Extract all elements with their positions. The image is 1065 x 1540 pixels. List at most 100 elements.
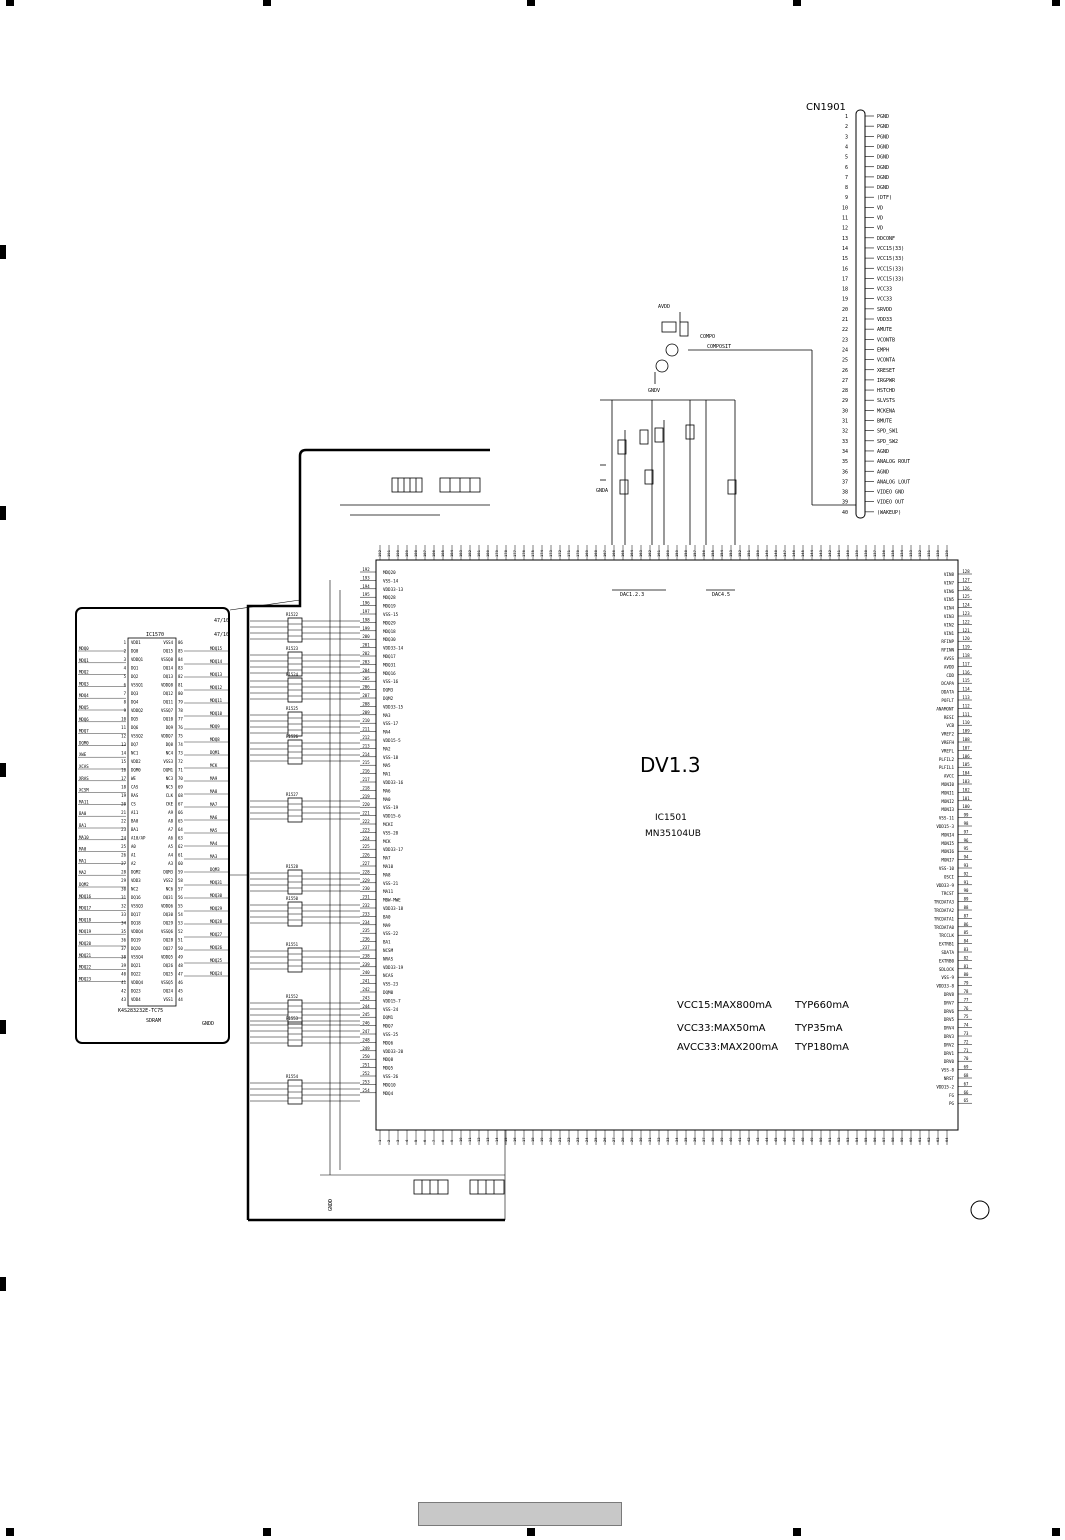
- ic-part: MN35104UB: [645, 829, 701, 839]
- sdram-net-left: MA1: [79, 858, 87, 863]
- memory-bus-wiring: [229, 580, 506, 1220]
- connector-pin-number: 31: [842, 419, 848, 425]
- sdram-left-pin-label: VDD1: [131, 640, 141, 645]
- ic-right-pin-label: MONI3: [941, 807, 954, 812]
- ic-left-pin-label: MDQ20: [383, 570, 396, 575]
- sdram-left-pin-label: DQ19: [131, 938, 141, 943]
- sdram-left-pin-label: VDDQ1: [131, 657, 144, 662]
- sdram-left-pin-label: VDD4: [131, 997, 141, 1002]
- ic-left-pin-number: 203: [362, 659, 370, 664]
- ic-right-pin-number: 121: [962, 628, 970, 633]
- ic-top-pin-number: 146: [791, 549, 796, 557]
- sdram-left-pin-label: VDD3: [131, 878, 141, 883]
- ic-bottom-pin-number: 37: [701, 1137, 706, 1142]
- ic-right-pin-label: SDATA: [941, 950, 954, 955]
- ic-left-pin-number: 232: [362, 903, 370, 908]
- sdram-net-right: MA5: [210, 828, 218, 833]
- connector-pin-label: VD: [877, 205, 883, 211]
- sdram-right-pin-number: 82: [178, 674, 183, 679]
- connector-pin-label: SPD_SW2: [877, 439, 898, 445]
- sdram-right-pin-label: VSSQ6: [161, 929, 174, 934]
- connector-pin-number: 20: [842, 307, 848, 313]
- sdram-right-pin-number: 86: [178, 640, 183, 645]
- sdram-left-pin-number: 42: [121, 989, 126, 994]
- connector-pin-label: BMUTE: [877, 419, 892, 425]
- connector-pin-label: XRESET: [877, 368, 895, 374]
- ic-left-pin-label: VDD15-6: [383, 814, 401, 819]
- connector-pin-number: 38: [842, 490, 848, 496]
- ic-left-pin-number: 251: [362, 1063, 370, 1068]
- ic-right-pin-label: VREFL: [941, 748, 954, 753]
- sdram-net-left: XCAS: [79, 764, 89, 769]
- sdram-net-left: MDQ5: [79, 705, 89, 710]
- sdram-net-left: MDQ3: [79, 681, 89, 686]
- ic-left-pin-label: VDD33-20: [383, 1049, 404, 1054]
- ic-right-pin-label: PG: [949, 1101, 955, 1106]
- sdram-right-pin-number: 54: [178, 912, 183, 917]
- ic-bottom-pin-number: 8: [440, 1139, 445, 1142]
- connector-pin-label: PGND: [877, 134, 889, 140]
- ic-bottom-pin-number: 44: [764, 1137, 769, 1142]
- sdram-right-pin-number: 76: [178, 725, 183, 730]
- sdram-net-left: BA1: [79, 823, 87, 828]
- sdram-right-pin-label: DQ13: [163, 674, 173, 679]
- ic-top-pin-number: 139: [854, 549, 859, 557]
- sdram-right-pin-label: DQ29: [163, 921, 173, 926]
- ic-top-pin-number: 172: [557, 550, 562, 557]
- sdram-net-right: MDQ10: [210, 711, 223, 716]
- resistor-array-strip: R1522R1523R1524R1525R1526R1527R1528R1550…: [250, 612, 360, 1105]
- ic-right-pin-number: 92: [964, 871, 969, 876]
- sdram-net-right: MDQ11: [210, 698, 223, 703]
- ic-top-pin-number: 148: [773, 549, 778, 557]
- ic-bottom-pin-number: 61: [917, 1137, 922, 1142]
- ic-right-pin-number: 119: [962, 645, 970, 650]
- ic-left-pin-number: 246: [362, 1021, 370, 1026]
- sdram-net-right: MDQ13: [210, 672, 223, 677]
- ic-right-pin-number: 73: [964, 1031, 969, 1036]
- ic-left-pin-label: DQM0: [383, 990, 394, 995]
- ic-right-pin-label: MONI0: [941, 782, 954, 787]
- sdram-left-pin-number: 6: [124, 683, 127, 688]
- power-rail-1: VCC15:MAX800mA: [677, 1000, 772, 1011]
- gnd-label-1: GNDD: [328, 1199, 334, 1211]
- sdram-net-left: MDQ22: [79, 965, 92, 970]
- sdram-net-right: MA7: [210, 802, 218, 807]
- ic-bottom-pin-number: 24: [584, 1137, 589, 1142]
- ic-bottom-pin-number: 7: [431, 1140, 436, 1142]
- sdram-left-pin-label: RAS: [131, 793, 139, 798]
- sdram-right-pin-number: 69: [178, 785, 183, 790]
- ic-left-pin-label: MA8: [383, 872, 391, 877]
- connector-pin-number: 7: [845, 175, 848, 181]
- sdram-left-pin-label: BA1: [131, 827, 139, 832]
- ic-bottom-pin-number: 59: [899, 1137, 904, 1142]
- sdram-right-pin-label: A6: [168, 836, 173, 841]
- sdram-left-pin-number: 33: [121, 912, 126, 917]
- ic-left-pin-label: VSS-19: [383, 805, 399, 810]
- ic-top-pin-number: 168: [593, 549, 598, 557]
- ic-right-pin-number: 104: [962, 771, 970, 776]
- ic-left-pin-number: 217: [362, 777, 370, 782]
- ic-top-pin-number: 180: [485, 549, 490, 557]
- ic-right-pin-label: DRV4: [944, 1026, 955, 1031]
- sdram-left-pin-number: 22: [121, 819, 126, 824]
- sdram-left-pin-label: VDDQ2: [131, 708, 144, 713]
- resistor-array-ref: R1526: [286, 734, 299, 739]
- ic-top-pin-number: 141: [836, 549, 841, 557]
- ic-left-pin-label: MDQ7: [383, 1024, 394, 1029]
- ic-right-pin-number: 127: [962, 577, 970, 582]
- connector-pin-label: AGND: [877, 449, 889, 455]
- sdram-right-pin-label: DQ15: [163, 649, 173, 654]
- sdram-left-pin-number: 36: [121, 938, 126, 943]
- ic-top-pin-number: 154: [719, 549, 724, 557]
- connector-pin-label: EMPH: [877, 347, 889, 353]
- ic-right-pin-label: MONI1: [941, 790, 954, 795]
- ic-top-pin-number: 166: [611, 549, 616, 557]
- power-rail-2: VCC33:MAX50mA: [677, 1023, 766, 1034]
- sdram-right-pin-number: 83: [178, 666, 183, 671]
- ic-bottom-pin-number: 5: [413, 1140, 418, 1142]
- connector-pin-label: SLVSTS: [877, 398, 895, 404]
- connector-pin-number: 11: [842, 216, 848, 222]
- ic-left-pin-label: NCAS: [383, 973, 394, 978]
- ic-right-pin-label: DDATA: [941, 690, 954, 695]
- sdram-net-left: MDQ19: [79, 929, 92, 934]
